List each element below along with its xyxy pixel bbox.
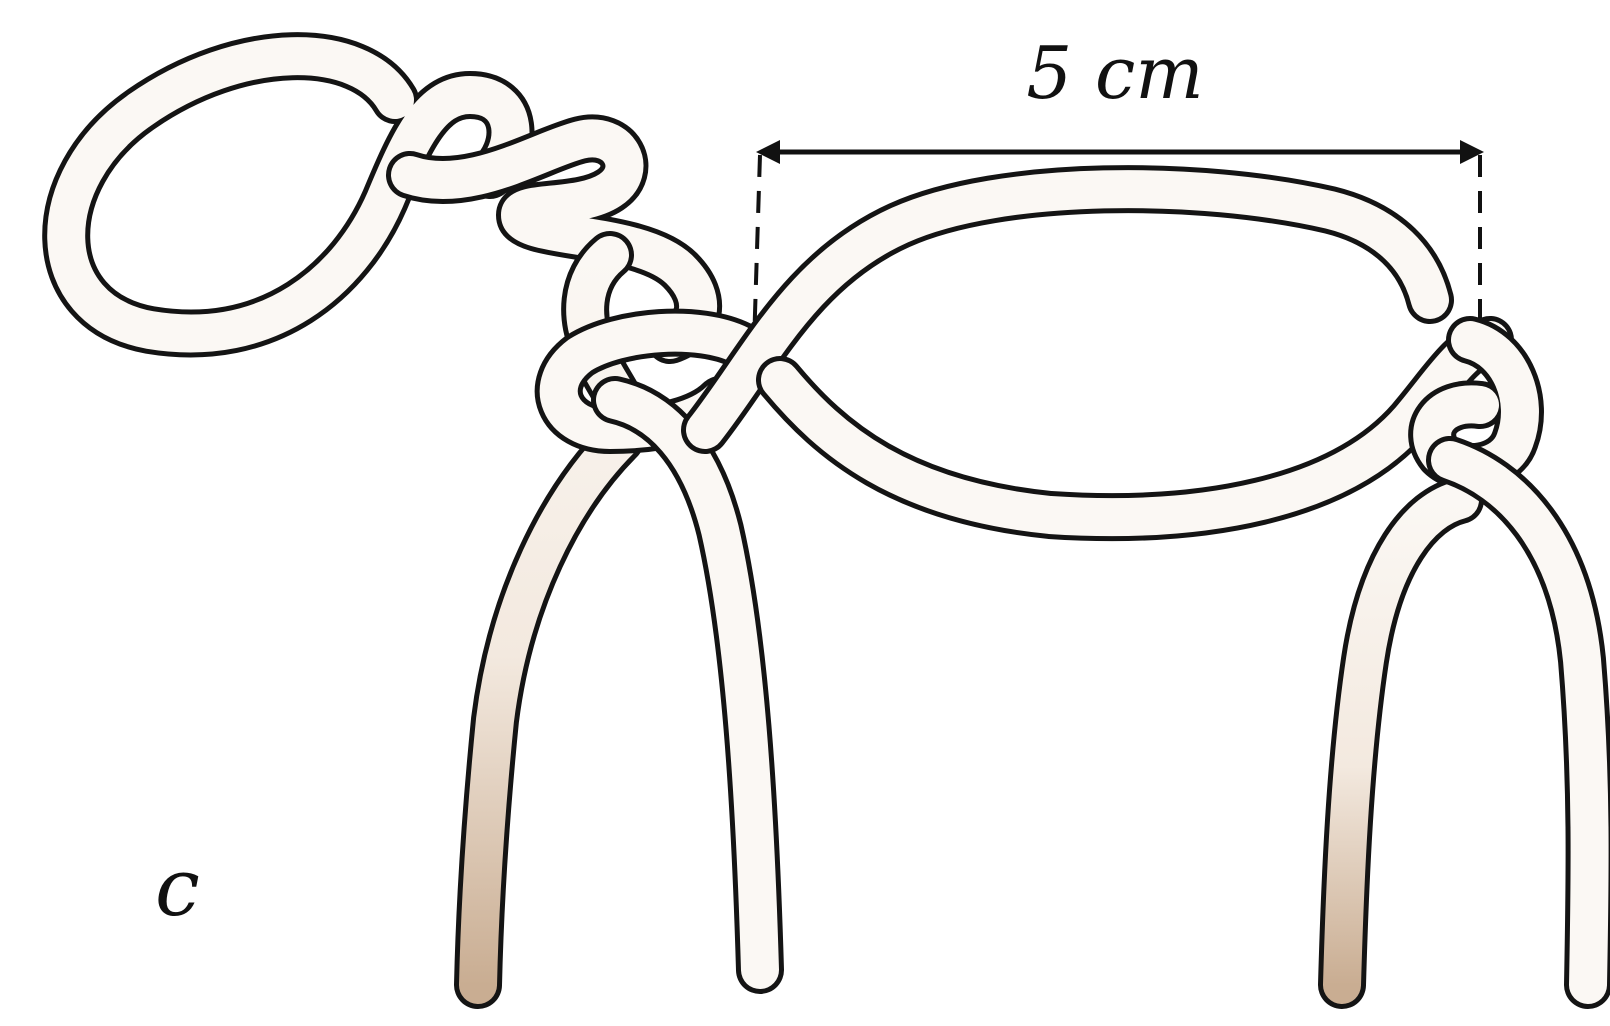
cord-span-loop [705, 189, 1490, 517]
panel-label: c [155, 841, 200, 934]
cord-right-outer-strand [1450, 460, 1590, 985]
measurement-label: 5 cm [1026, 31, 1203, 115]
cord-left-inner-strand [615, 400, 760, 970]
cord-right-inner-strand [1342, 500, 1460, 985]
